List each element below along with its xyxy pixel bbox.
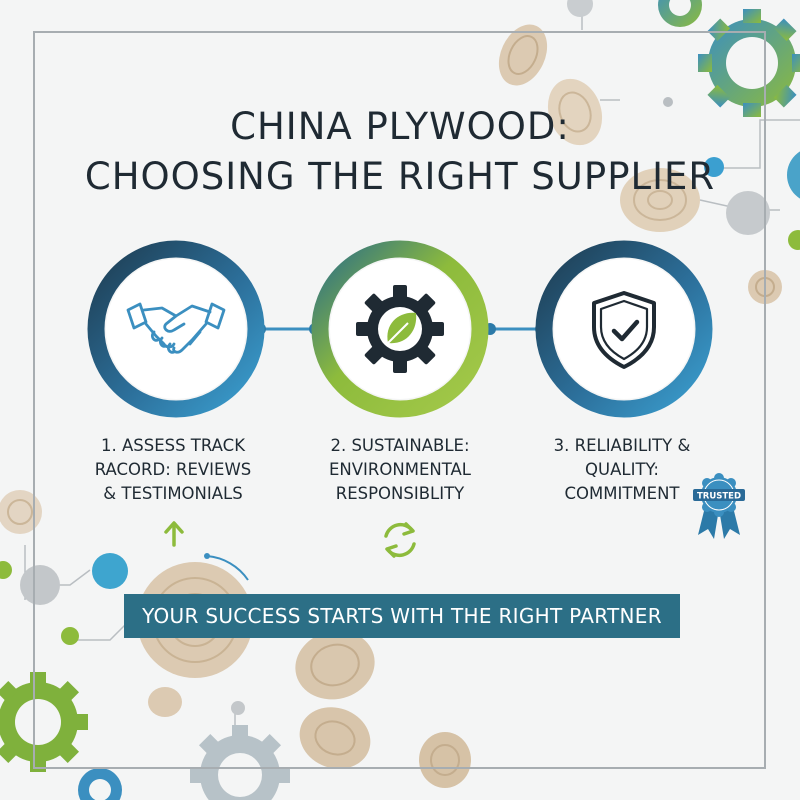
step-3-label: 3. RELIABILITY & QUALITY: COMMITMENT [517,434,727,506]
network-dots [0,0,800,715]
step-2-line-2: ENVIRONMENTAL [329,460,471,479]
step-3-circle [535,240,713,418]
handshake-icon [126,302,226,354]
tagline-banner: YOUR SUCCESS STARTS WITH THE RIGHT PARTN… [124,594,680,638]
badge-text: TRUSTED [697,492,741,502]
step-1-line-2: RACORD: REVIEWS [94,460,252,479]
up-arrow-icon [164,521,184,547]
content-frame [33,31,766,769]
step-2-label: 2. SUSTAINABLE: ENVIRONMENTAL RESPONSIBL… [295,434,505,506]
gear-leaf-icon [356,285,444,373]
trusted-badge: TRUSTED [693,473,745,539]
step-2-line-1: 2. SUSTAINABLE: [330,436,470,455]
page-title: CHINA PLYWOOD: CHOOSING THE RIGHT SUPPLI… [60,102,740,202]
title-line-1: CHINA PLYWOOD: [230,105,570,148]
shield-check-icon [592,291,656,369]
arc-accent [206,555,249,581]
step-2-line-3: RESPONSIBLITY [335,484,465,503]
step-3-line-2: QUALITY: [585,460,659,479]
step-1-line-3: & TESTIMONIALS [103,484,243,503]
step-1-label: 1. ASSESS TRACK RACORD: REVIEWS & TESTIM… [68,434,278,506]
refresh-icon [384,522,416,558]
title-line-2: CHOOSING THE RIGHT SUPPLIER [84,155,716,198]
step-3-line-3: COMMITMENT [564,484,680,503]
step-1-line-1: 1. ASSESS TRACK [100,436,246,455]
step-3-line-1: 3. RELIABILITY & [553,436,691,455]
